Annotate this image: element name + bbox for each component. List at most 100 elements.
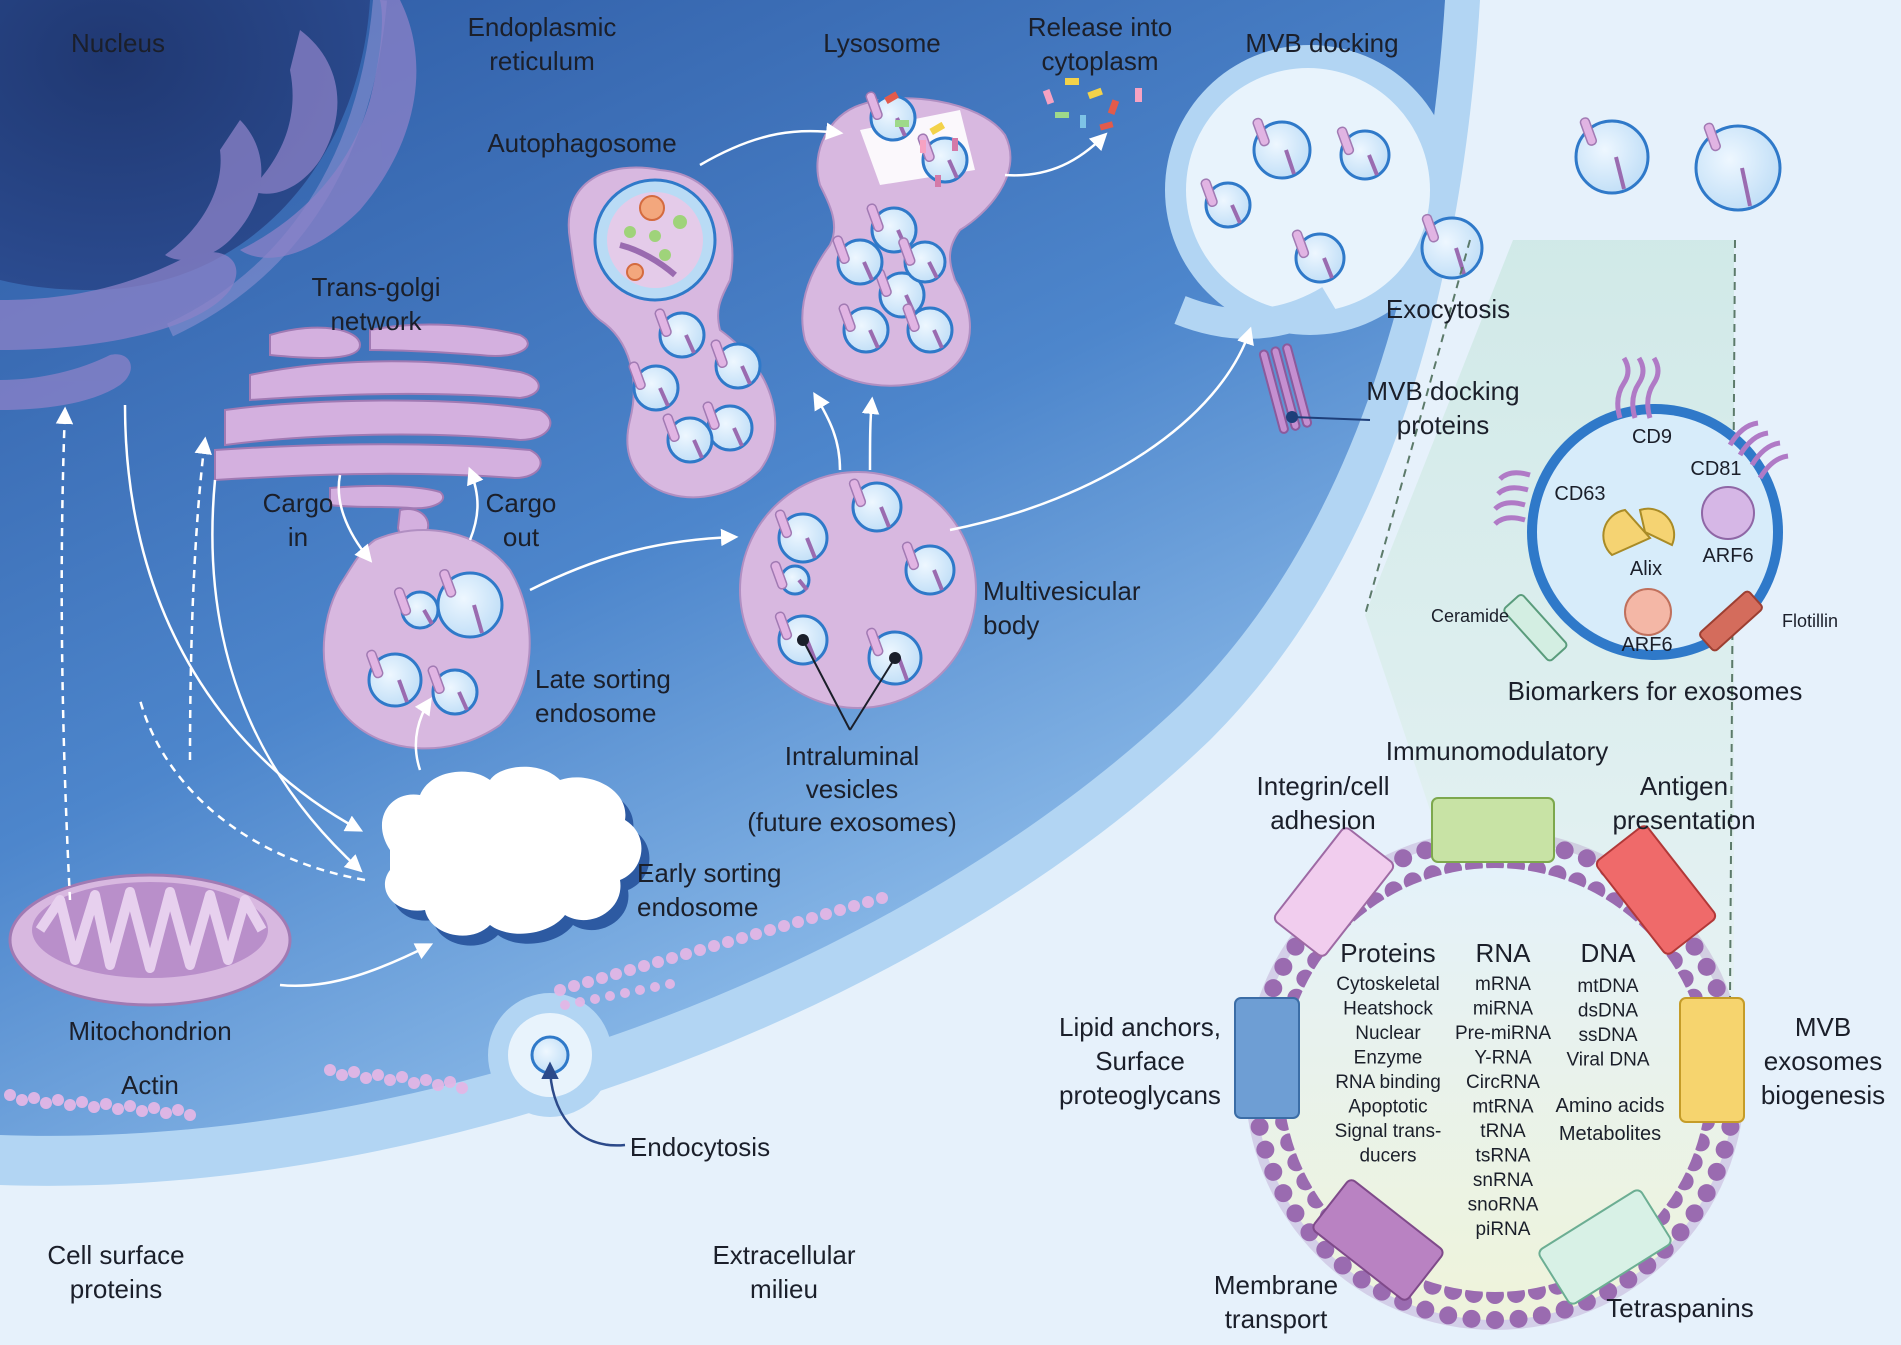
mvb-biogenesis-protein (1679, 997, 1745, 1123)
antigen-protein (1595, 825, 1717, 955)
label-membrane-transport-2: transport (1225, 1304, 1328, 1334)
dna-item: mtDNA (1577, 976, 1639, 997)
vesicle-protein (662, 413, 680, 443)
label-metabolites: Metabolites (1559, 1123, 1661, 1145)
label-early-endosome-1: Early sorting (637, 858, 782, 888)
vesicle-protein (439, 568, 457, 598)
alix-half-right (1638, 507, 1676, 547)
lipid-head (1555, 1300, 1574, 1319)
ilv-pointer-lines (797, 634, 901, 731)
vesicle (904, 544, 956, 596)
vesicle-protein (654, 308, 672, 338)
vesicle (1294, 232, 1346, 284)
vesicle-protein (901, 541, 920, 571)
lipid-head (1462, 1309, 1481, 1328)
label-er-2: reticulum (489, 46, 594, 76)
arf6-top-circle (1701, 486, 1755, 540)
rna-item: Pre-miRNA (1455, 1023, 1551, 1044)
lipid-head (1274, 1184, 1293, 1203)
mitochondrion (8, 873, 292, 1007)
label-extracellular-1: Extracellular (712, 1240, 855, 1270)
rna-item: tsRNA (1476, 1146, 1531, 1167)
early-sorting-endosome (381, 766, 650, 946)
pathway-arrows (55, 122, 1254, 987)
label-integrin-2: adhesion (1270, 805, 1376, 835)
label-dna-header: DNA (1581, 938, 1637, 968)
cd63-protein (1493, 470, 1531, 526)
endocytosis-arrow (541, 1061, 626, 1147)
proteins-item: Enzyme (1354, 1048, 1423, 1069)
vesicle-protein-stalk (658, 387, 670, 407)
vesicle-protein (774, 509, 793, 539)
vesicle-protein (427, 665, 445, 695)
vesicle-protein-stalk (932, 329, 944, 349)
alix-half-left (1602, 508, 1652, 557)
label-cargo-in-1: Cargo (263, 488, 334, 518)
vesicle-protein-stalk (932, 569, 944, 591)
label-ilv-1: Intraluminal (785, 741, 919, 771)
label-proteins-header: Proteins (1340, 938, 1435, 968)
label-late-endosome-2: endosome (535, 698, 656, 728)
label-exocytosis: Exocytosis (1386, 294, 1510, 324)
label-amino-acids: Amino acids (1556, 1095, 1665, 1117)
mvb-docking-proteins (1258, 343, 1313, 434)
label-cargo-out-1: Cargo (486, 488, 557, 518)
label-alix: Alix (1630, 558, 1662, 580)
vesicle-protein (1703, 122, 1721, 152)
actin-filaments (4, 892, 888, 1121)
label-cell-surface-2: proteins (70, 1274, 163, 1304)
vesicle-protein-stalk (805, 639, 817, 661)
label-actin: Actin (121, 1070, 179, 1100)
vesicle-protein (866, 627, 884, 657)
vesicle-protein-stalk (897, 657, 909, 681)
label-rna-header: RNA (1476, 938, 1532, 968)
lipid-head (1416, 841, 1435, 860)
label-arf6-top: ARF6 (1702, 545, 1753, 567)
vesicle-protein (710, 339, 728, 369)
label-docking-proteins-2: proteins (1397, 410, 1490, 440)
lipid-head (1619, 1270, 1638, 1289)
vesicle-protein-stalk (472, 604, 484, 634)
label-autophagosome: Autophagosome (487, 128, 676, 158)
lipid-head (1697, 957, 1716, 976)
vesicle (777, 512, 829, 564)
vesicle-protein-stalk (1367, 154, 1379, 176)
label-er-1: Endoplasmic (468, 12, 617, 42)
lipid-head (1274, 957, 1293, 976)
label-trans-golgi-2: network (330, 306, 422, 336)
label-release-1: Release into (1028, 12, 1173, 42)
proteins-item: Cytoskeletal (1336, 974, 1440, 995)
vesicle (1339, 129, 1391, 181)
rna-item: Y-RNA (1474, 1048, 1532, 1069)
vesicle-protein (848, 478, 867, 508)
vesicle-protein-stalk (422, 609, 434, 625)
vesicle-protein (832, 235, 850, 265)
label-cargo-in-2: in (288, 522, 308, 552)
lipid-head (1264, 979, 1283, 998)
zoom-line-left (1364, 239, 1471, 616)
vesicle-protein-stalk (1740, 167, 1752, 207)
lipid-head (1599, 1282, 1618, 1301)
endoplasmic-reticulum (0, 0, 417, 410)
label-ceramide: Ceramide (1431, 606, 1509, 626)
rna-item: mtRNA (1472, 1097, 1534, 1118)
label-mvb-biogenesis-2: exosomes (1764, 1046, 1883, 1076)
mvb-docking-bud (1165, 45, 1455, 339)
vesicle-protein (898, 237, 916, 266)
docking-protein-leader (1291, 416, 1371, 421)
exosome-labels: Immunomodulatory Integrin/cell adhesion … (1059, 736, 1885, 1334)
label-cargo-out-2: out (503, 522, 540, 552)
vesicle-protein (866, 203, 884, 233)
label-trans-golgi-1: Trans-golgi (311, 272, 440, 302)
vesicle-protein (902, 303, 920, 333)
vesicle-protein-stalk (927, 261, 939, 279)
vesicle-protein (838, 303, 856, 333)
tetraspanin-protein (1538, 1189, 1672, 1305)
vesicle-protein (1336, 126, 1355, 156)
label-cd9: CD9 (1632, 426, 1672, 448)
lipid-head (1707, 979, 1726, 998)
vesicle-protein-stalk (862, 261, 874, 281)
